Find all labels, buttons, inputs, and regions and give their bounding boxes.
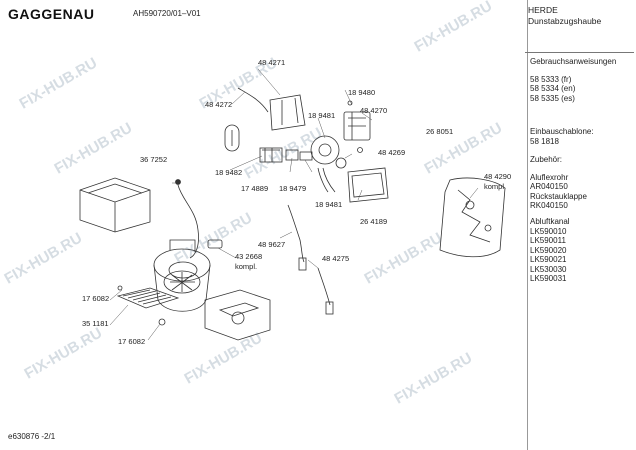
part-label: 48 4269 [378,148,406,157]
accessory-item: Aluflexrohr [530,172,569,182]
part-label: 18 9482 [215,168,243,177]
accessories-title: Zubehör: [530,155,563,164]
part-label: 17 4889 [241,184,269,193]
part-label: 18 9481 [308,111,336,120]
brand-logo: GAGGENAU [8,6,95,22]
part-label: 48 4290 kompl. [484,172,511,192]
template-number: 58 1818 [530,136,559,146]
duct-item: LK590031 [530,274,567,283]
leader-lines [109,68,479,341]
part-label-number: 48 4290 [484,172,512,181]
duct-item: LK590010 [530,226,567,236]
duct-cover-part [79,177,151,233]
manual-item: 58 5335 (es) [530,93,575,103]
duct-item: LK590021 [530,255,567,264]
divider [525,52,634,53]
part-label: 18 9479 [279,184,307,193]
screw-part [158,318,166,326]
wire-part [237,87,269,113]
part-label: 48 4270 [360,106,388,115]
model-number: AH590720/01–V01 [133,9,201,18]
cable-part [177,184,199,259]
mounting-bracket-part [204,289,271,341]
part-label: 17 6082 [82,294,110,303]
manuals-title: Gebrauchsanweisungen [530,57,617,66]
part-label: 48 4272 [205,100,233,109]
connector-part [285,149,299,161]
duct-item: LK590011 [530,236,566,245]
switch-unit-part [343,111,371,141]
light-panel-part [347,167,389,203]
cable-harness-part [287,204,305,263]
part-label: 48 4275 [322,254,350,263]
document-id: e630876 -2/1 [8,432,56,441]
accessory-item: AR040150 [530,182,568,191]
manual-item: 58 5333 (fr) [530,74,572,84]
part-label: 48 4271 [258,58,286,67]
category-line-1: HERDE [528,5,558,15]
capacitor-part [207,239,223,249]
terminal-block-part [259,147,283,163]
duct-item: LK530030 [530,264,567,274]
duct-section: Abluftkanal LK590010 LK590011 LK590020 L… [530,217,570,284]
category-heading: HERDE Dunstabzugshaube [528,5,601,27]
manual-item: 58 5334 (en) [530,84,576,93]
accessories-section: Zubehör: Aluflexrohr AR040150 Rückstaukl… [530,155,587,211]
exploded-parts-diagram [79,68,506,341]
accessory-bag-part [439,177,506,258]
part-label: 18 9480 [348,88,376,97]
part-label: 18 9481 [315,200,343,209]
part-label: 35 1181 [82,319,109,328]
template-title: Einbauschablone: [530,127,594,136]
part-label-suffix: kompl. [235,262,258,271]
cable-part-2 [317,267,331,306]
part-label: 43 2668 kompl. [235,252,262,272]
part-label: 26 4189 [360,217,388,226]
part-label: 36 7252 [140,155,168,164]
part-label: 48 9627 [258,240,286,249]
part-label: 17 6082 [118,337,146,346]
grease-filter-part [116,287,180,309]
sidebar [527,0,636,450]
accessory-item: Rückstauklappe [530,191,587,201]
fuse-part [224,124,240,152]
lamp-cover-part [310,135,340,165]
part-label-number: 43 2668 [235,252,263,261]
template-section: Einbauschablone: 58 1818 [530,127,594,146]
part-label-suffix: kompl. [484,182,507,191]
part-label: 26 8051 [426,127,454,136]
switch-housing-part [269,94,306,131]
duct-item: LK590020 [530,245,567,255]
duct-title: Abluftkanal [530,217,570,226]
manuals-section: Gebrauchsanweisungen 58 5333 (fr) 58 533… [530,57,616,103]
category-line-2: Dunstabzugshaube [528,16,602,26]
accessory-item: RK040150 [530,201,568,210]
